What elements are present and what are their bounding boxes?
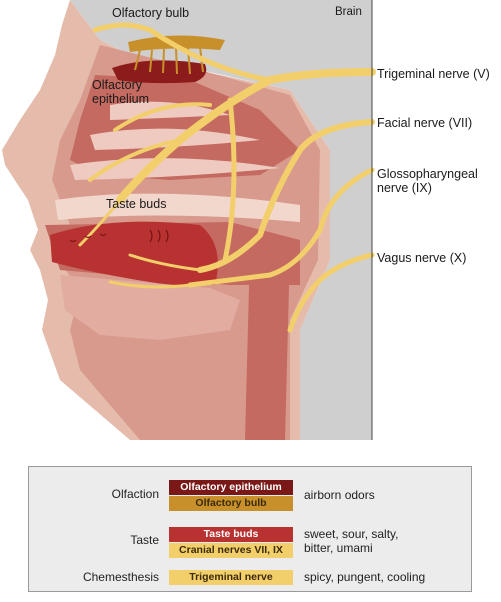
legend-taste-buds-swatch: Taste buds	[169, 527, 293, 542]
brain-label: Brain	[335, 6, 362, 18]
legend-olfaction-category: Olfaction	[111, 487, 159, 501]
nasal-cavity	[70, 75, 300, 180]
olfactory-epithelium-label: Olfactory epithelium	[92, 78, 149, 107]
lower-jaw	[60, 275, 240, 340]
tongue	[50, 221, 218, 285]
legend-cranial-nerves-swatch: Cranial nerves VII, IX	[169, 543, 293, 558]
taste-buds-label: Taste buds	[106, 197, 167, 211]
pharynx	[245, 250, 290, 440]
olfactory-bulb-label: Olfactory bulb	[112, 6, 190, 20]
brain-region	[70, 0, 372, 440]
head-cross-section-diagram	[2, 0, 376, 440]
legend-olfaction-description: airborn odors	[304, 488, 375, 502]
legend-box: Olfaction Olfactory epithelium Olfactory…	[28, 466, 472, 592]
olfactory-epithelium-label-line1: Olfactory	[92, 78, 143, 92]
legend-taste-category: Taste	[130, 533, 159, 547]
legend-taste-description-line2: bitter, umami	[304, 541, 373, 556]
legend-taste-description: sweet, sour, salty, bitter, umami	[304, 527, 398, 556]
glossopharyngeal-nerve-label: Glossopharyngeal nerve (IX)	[377, 167, 478, 196]
glossopharyngeal-nerve	[187, 167, 375, 288]
olfactory-epithelium-label-line2: epithelium	[92, 92, 149, 107]
legend-taste-description-line1: sweet, sour, salty,	[304, 527, 399, 541]
facial-nerve-label: Facial nerve (VII)	[377, 116, 473, 130]
nerves	[78, 22, 376, 333]
legend-olfactory-epithelium-swatch: Olfactory epithelium	[169, 480, 293, 495]
vagus-nerve	[287, 252, 375, 333]
legend-trigeminal-nerve-swatch: Trigeminal nerve	[169, 570, 293, 585]
legend-chemesthesis-category: Chemesthesis	[82, 570, 159, 584]
taste-bud-marks	[69, 229, 169, 243]
facial-nerve	[197, 119, 375, 273]
glossopharyngeal-label-line1: Glossopharyngeal	[377, 167, 478, 181]
legend-chemesthesis-description: spicy, pungent, cooling	[304, 570, 426, 584]
glossopharyngeal-label-line2: nerve (IX)	[377, 181, 432, 196]
trigeminal-nerve-label: Trigeminal nerve (V)	[377, 67, 490, 81]
turbinate-lower	[70, 158, 280, 180]
vagus-nerve-label: Vagus nerve (X)	[377, 251, 467, 265]
legend-olfactory-bulb-swatch: Olfactory bulb	[169, 496, 293, 511]
